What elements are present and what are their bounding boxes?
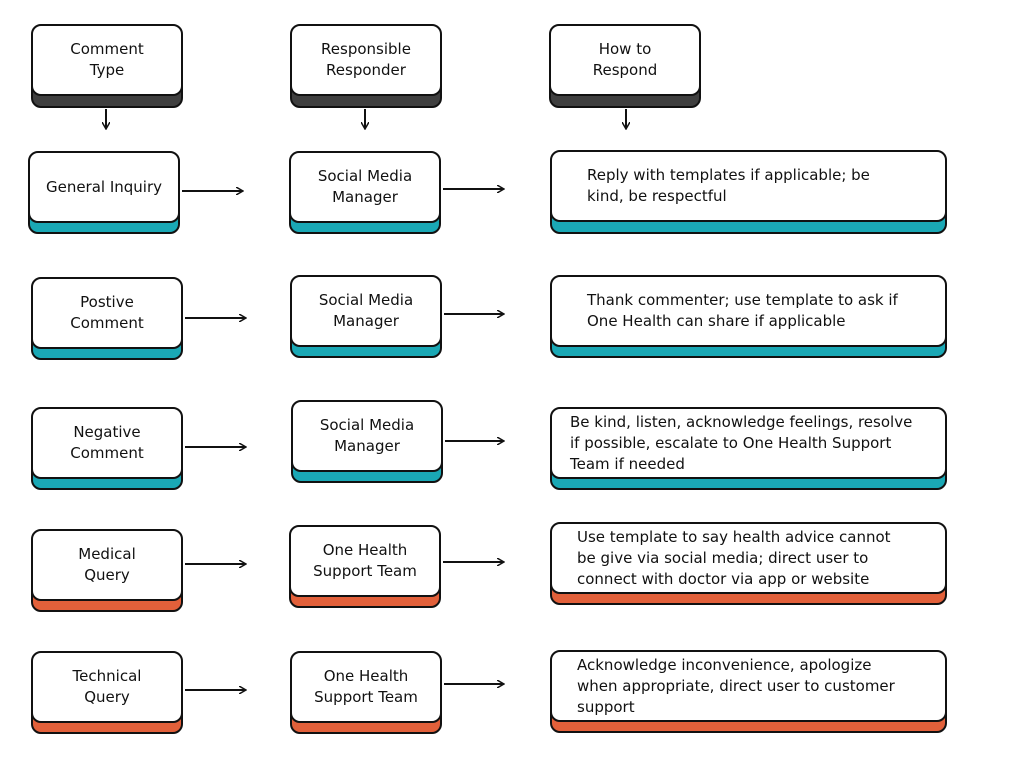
- responder-header: Responsible Responder: [290, 24, 442, 96]
- row2-responder: Social Media Manager: [290, 275, 442, 347]
- how-to-respond-header: How to Respond: [549, 24, 701, 96]
- row3-comment-type: Negative Comment: [31, 407, 183, 479]
- row4-responder: One Health Support Team: [289, 525, 441, 597]
- comment-type-header: Comment Type: [31, 24, 183, 96]
- row3-responder: Social Media Manager: [291, 400, 443, 472]
- row2-comment-type: Postive Comment: [31, 277, 183, 349]
- row4-response: Use template to say health advice cannot…: [550, 522, 947, 594]
- row5-responder: One Health Support Team: [290, 651, 442, 723]
- row5-response: Acknowledge inconvenience, apologize whe…: [550, 650, 947, 722]
- row3-response: Be kind, listen, acknowledge feelings, r…: [550, 407, 947, 479]
- row5-comment-type: Technical Query: [31, 651, 183, 723]
- row1-response: Reply with templates if applicable; be k…: [550, 150, 947, 222]
- row1-responder: Social Media Manager: [289, 151, 441, 223]
- row1-comment-type: General Inquiry: [28, 151, 180, 223]
- row4-comment-type: Medical Query: [31, 529, 183, 601]
- row2-response: Thank commenter; use template to ask if …: [550, 275, 947, 347]
